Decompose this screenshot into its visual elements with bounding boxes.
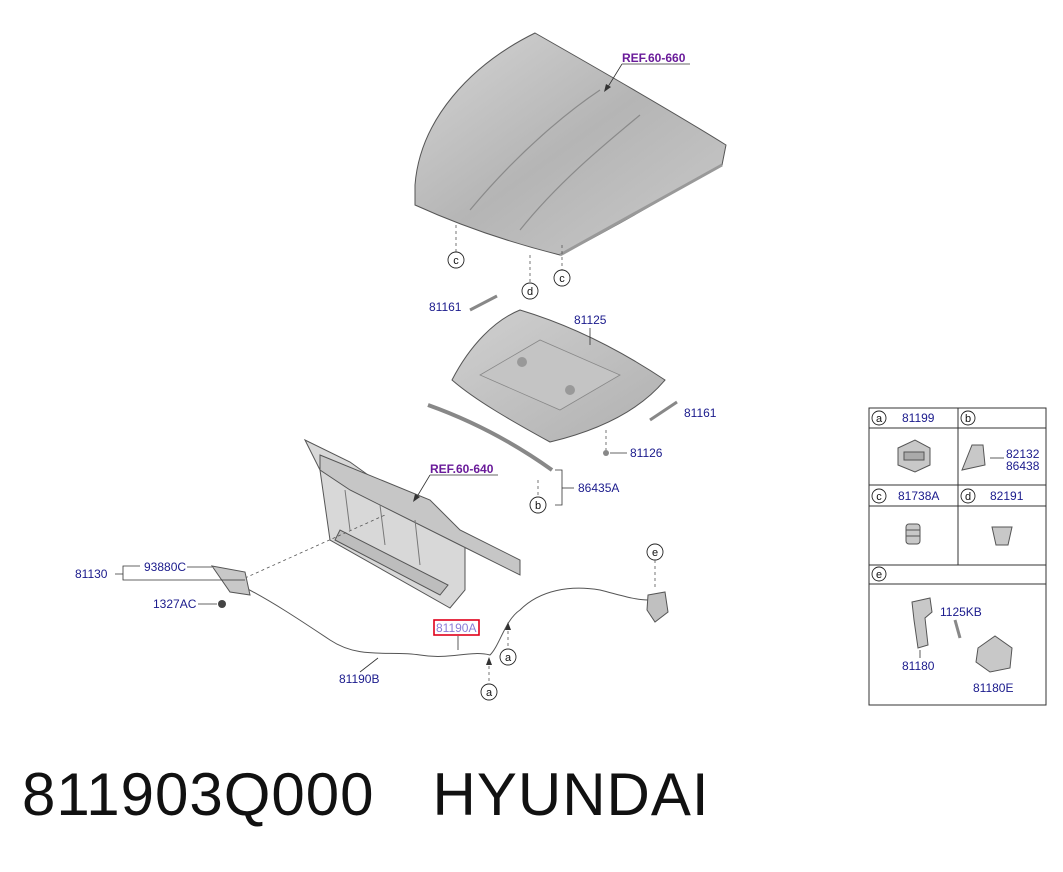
part-81161-top[interactable]: 81161	[429, 300, 462, 314]
part-81190A[interactable]: 81190A	[436, 621, 476, 635]
parts-diagram: REF.60-660 c d c 81161 81125 81161 81126…	[75, 32, 1047, 706]
clip-81126	[603, 450, 609, 456]
bolt-1125KB-icon	[953, 619, 962, 639]
callout-b	[529, 496, 547, 514]
part-81190B[interactable]: 81190B	[339, 672, 379, 686]
legend-c-part[interactable]: 81738A	[898, 489, 939, 503]
weatherstrip	[427, 403, 554, 472]
front-end-carrier	[303, 438, 521, 609]
part-86435A[interactable]: 86435A	[578, 481, 619, 495]
ref-carrier-label[interactable]: REF.60-640	[430, 462, 494, 476]
legend-c-letter: c	[876, 491, 882, 503]
legend-b-letter: b	[965, 413, 971, 425]
callout-b-text: b	[535, 500, 541, 512]
callout-a-lower-text: a	[486, 687, 493, 699]
highlight-81190A	[433, 619, 480, 636]
legend-e-letter: e	[876, 569, 882, 581]
hood-panel	[414, 32, 727, 257]
hood-insulator	[451, 309, 666, 443]
legend-a-badge	[871, 410, 887, 426]
callout-c-left	[447, 251, 465, 269]
bumper-82191-icon	[991, 526, 1013, 546]
part-81161-right[interactable]: 81161	[684, 406, 717, 420]
legend-d-letter: d	[965, 491, 971, 503]
caption-brand: HYUNDAI	[432, 761, 710, 828]
callout-d	[521, 282, 539, 300]
caption-part-number: 811903Q000	[22, 761, 375, 828]
part-81126[interactable]: 81126	[630, 446, 663, 460]
callout-a-upper	[499, 648, 517, 666]
latch-81180E-icon	[975, 635, 1013, 673]
callout-d-text: d	[527, 286, 533, 298]
hood-stay-rod-top	[469, 294, 498, 312]
hood-stay-rod-right	[649, 400, 678, 422]
handle-81180-icon	[911, 597, 933, 649]
legend-e-bolt[interactable]: 1125KB	[940, 605, 982, 619]
callout-c-left-text: c	[453, 255, 459, 267]
legend-a-letter: a	[876, 413, 883, 425]
callout-a-upper-text: a	[505, 652, 512, 664]
seal-82132-icon	[961, 444, 986, 471]
caption: 811903Q000 HYUNDAI	[22, 760, 710, 829]
legend-b-part2[interactable]: 86438	[1006, 459, 1040, 473]
release-cable	[239, 584, 649, 657]
legend-b-badge	[960, 410, 976, 426]
legend-e-badge	[871, 566, 887, 582]
part-1327AC[interactable]: 1327AC	[153, 597, 197, 611]
callout-a-lower	[480, 683, 498, 701]
hood-latch	[646, 591, 669, 623]
legend-d-badge	[960, 488, 976, 504]
ref-hood-label[interactable]: REF.60-660	[622, 51, 686, 65]
callout-e-text: e	[652, 547, 658, 559]
legend-d-part[interactable]: 82191	[990, 489, 1024, 503]
callout-c-right-text: c	[559, 273, 565, 285]
legend-b-part1[interactable]: 82132	[1006, 447, 1040, 461]
legend-c-badge	[871, 488, 887, 504]
callout-c-right	[553, 269, 571, 287]
part-93880C[interactable]: 93880C	[144, 560, 186, 574]
legend-a-part[interactable]: 81199	[902, 411, 935, 425]
release-handle-assy	[210, 565, 251, 608]
bumper-81738A-icon	[905, 523, 921, 545]
part-81130[interactable]: 81130	[75, 567, 108, 581]
legend-e-latch[interactable]: 81180E	[973, 681, 1013, 695]
legend-e-handle[interactable]: 81180	[902, 659, 935, 673]
part-81125[interactable]: 81125	[574, 313, 607, 327]
bumper-81199-icon	[897, 439, 931, 473]
